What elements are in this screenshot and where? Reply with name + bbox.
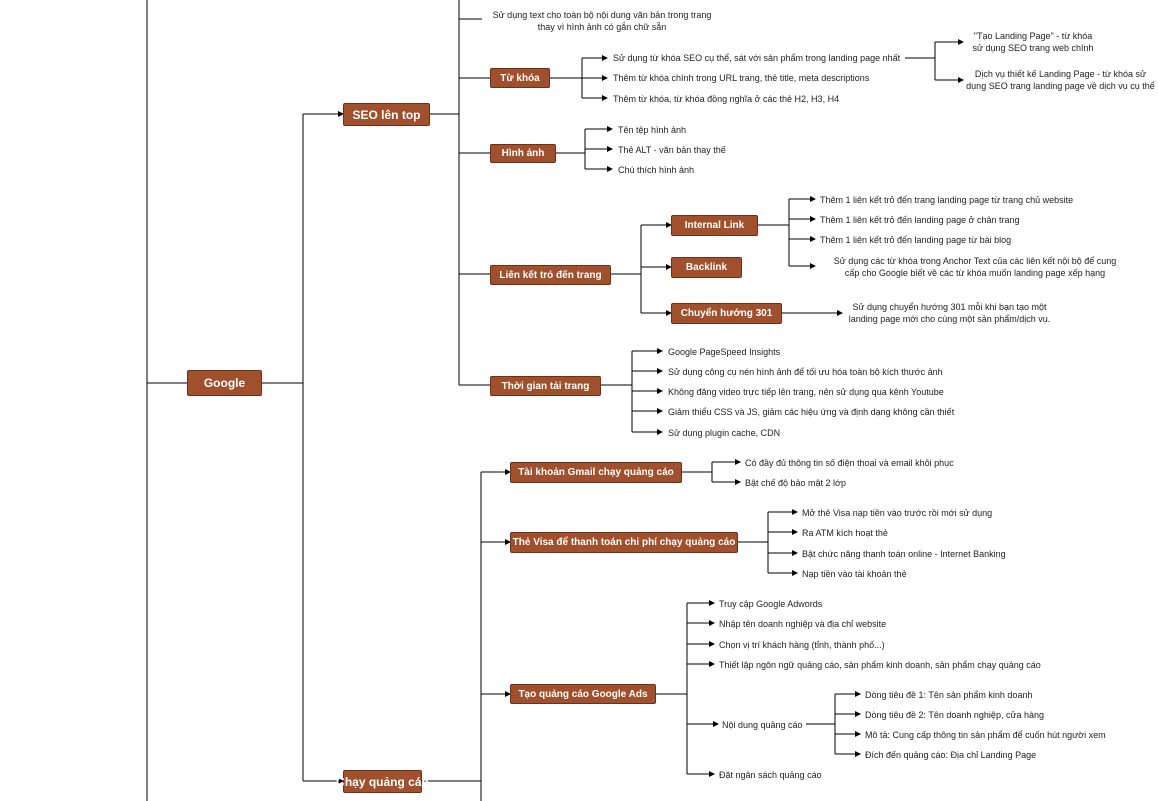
create-ads-item: Nhập tên doanh nghiệp và địa chỉ website xyxy=(719,619,887,629)
leaf-text-usage: Sử dụng text cho toàn bộ nội dung văn bả… xyxy=(482,9,722,33)
internal-link-item: Thêm 1 liên kết trỏ đến landing page từ … xyxy=(820,235,1012,245)
leaf-line: Sử dụng text cho toàn bộ nội dung văn bả… xyxy=(492,10,712,20)
image-item: Chú thích hình ảnh xyxy=(618,165,695,175)
loading-item: Sử dụng plugin cache, CDN xyxy=(668,428,781,438)
internal-link-item: Sử dụng các từ khóa trong Anchor Text củ… xyxy=(815,255,1135,279)
keyword-item: Thêm từ khóa chính trong URL trang, thẻ … xyxy=(613,73,870,83)
ad-content-label: Nội dung quảng cáo xyxy=(722,720,803,730)
leaf-line: "Tạo Landing Page" - từ khóa xyxy=(973,31,1093,41)
internal-link-item: Thêm 1 liên kết trỏ đến landing page ở c… xyxy=(820,215,1020,225)
keyword-sub-item: Dịch vụ thiết kế Landing Page - từ khóa … xyxy=(963,68,1158,92)
node-internal-link[interactable]: Internal Link xyxy=(671,215,758,236)
node-images[interactable]: Hình ảnh xyxy=(490,144,556,163)
node-backlink[interactable]: Backlink xyxy=(671,257,742,278)
redirect-item: Sử dụng chuyển hướng 301 mỗi khi bạn tạo… xyxy=(842,301,1057,325)
image-item: Thẻ ALT - văn bản thay thế xyxy=(618,145,726,155)
gmail-item: Có đầy đủ thông tin số điện thoại và ema… xyxy=(745,458,954,468)
image-item: Tên tệp hình ảnh xyxy=(618,125,687,135)
node-links[interactable]: Liên kết trỏ đến trang xyxy=(490,265,611,285)
leaf-line: dụng SEO trang landing page về dịch vụ c… xyxy=(966,81,1155,91)
leaf-line: Dịch vụ thiết kế Landing Page - từ khóa … xyxy=(974,69,1147,79)
loading-item: Google PageSpeed Insights xyxy=(668,347,781,357)
node-visa-card[interactable]: Thẻ Visa để thanh toán chi phí chạy quản… xyxy=(510,532,738,553)
ad-content-item: Dòng tiêu đề 2: Tên doanh nghiệp, cửa hà… xyxy=(865,710,1044,720)
leaf-line: cấp cho Google biết về các từ khóa muốn … xyxy=(844,268,1106,278)
leaf-line: thay vì hình ảnh có gắn chữ sẵn xyxy=(537,22,667,32)
leaf-line: Sử dụng các từ khóa trong Anchor Text củ… xyxy=(833,256,1117,266)
node-redirect-301[interactable]: Chuyển hướng 301 xyxy=(671,303,782,324)
node-gmail-account[interactable]: Tài khoản Gmail chạy quảng cáo xyxy=(510,462,682,483)
ad-content-item: Mô tả: Cung cấp thông tin sản phẩm để cu… xyxy=(865,730,1106,740)
root-node-google[interactable]: Google xyxy=(187,370,262,396)
ad-budget-item: Đặt ngân sách quảng cáo xyxy=(719,770,822,780)
loading-item: Giảm thiểu CSS và JS, giảm các hiệu ứng … xyxy=(668,407,955,417)
node-keywords[interactable]: Từ khóa xyxy=(490,68,550,88)
node-loading-time[interactable]: Thời gian tải trang xyxy=(490,376,601,396)
loading-item: Không đăng video trực tiếp lên trang, nê… xyxy=(668,387,944,397)
leaf-line: landing page mới cho cùng một sản phẩm/d… xyxy=(848,314,1051,324)
node-seo[interactable]: SEO lên top xyxy=(343,103,430,126)
loading-item: Sử dụng công cụ nén hình ảnh để tối ưu h… xyxy=(668,367,943,377)
leaf-line: Sử dụng chuyển hướng 301 mỗi khi bạn tạo… xyxy=(852,302,1047,312)
gmail-item: Bật chế độ bảo mật 2 lớp xyxy=(745,478,846,488)
internal-link-item: Thêm 1 liên kết trỏ đến trang landing pa… xyxy=(820,195,1074,205)
visa-item: Nạp tiền vào tài khoản thẻ xyxy=(802,569,907,579)
visa-item: Ra ATM kích hoạt thẻ xyxy=(802,528,888,538)
create-ads-item: Truy cập Google Adwords xyxy=(719,599,823,609)
keyword-item: Sử dụng từ khóa SEO cụ thể, sát với sản … xyxy=(613,53,901,63)
visa-item: Bật chức năng thanh toán online - Intern… xyxy=(802,549,1006,559)
node-ads[interactable]: Chạy quảng cáo xyxy=(336,770,429,793)
ad-content-item: Dòng tiêu đề 1: Tên sản phẩm kinh doanh xyxy=(865,690,1033,700)
node-create-ads[interactable]: Tạo quảng cáo Google Ads xyxy=(510,684,656,704)
visa-item: Mở thẻ Visa nạp tiền vào trước rồi mới s… xyxy=(802,508,993,518)
create-ads-item: Chọn vị trí khách hàng (tỉnh, thành phố.… xyxy=(719,640,885,650)
create-ads-item: Thiết lập ngôn ngữ quảng cáo, sản phẩm k… xyxy=(719,660,1041,670)
keyword-item: Thêm từ khóa, từ khóa đồng nghĩa ở các t… xyxy=(613,94,840,104)
keyword-sub-item: "Tạo Landing Page" - từ khóa sử dụng SEO… xyxy=(963,30,1103,54)
ad-content-item: Đích đến quảng cáo: Địa chỉ Landing Page xyxy=(865,750,1037,760)
leaf-line: sử dụng SEO trang web chính xyxy=(972,43,1094,53)
